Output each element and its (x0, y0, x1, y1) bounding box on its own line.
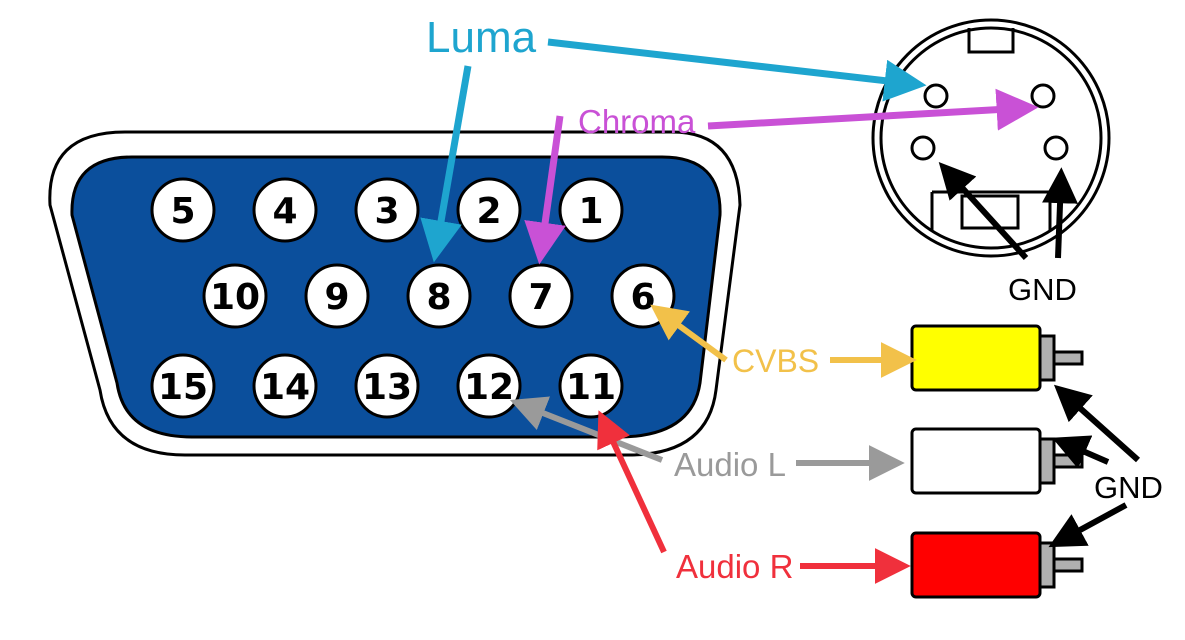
luma-to-pin8-arrow (420, 65, 472, 263)
svideo-pin-gnd-left (910, 135, 936, 161)
luma-label: Luma (426, 13, 537, 62)
audio-r-to-pin11-arrow (597, 410, 667, 554)
signal-labels: Luma Chroma CVBS Audio L Audio R GND GND (426, 13, 1163, 585)
pin-circle (558, 353, 624, 419)
pin-number: 12 (464, 367, 514, 408)
pin-3: 3 (354, 177, 420, 243)
pin-circle (456, 353, 522, 419)
pin-9: 9 (304, 263, 370, 329)
pin-10: 10 (202, 263, 268, 329)
gnd-to-rca-red-arrow (1048, 502, 1128, 548)
pin-7: 7 (508, 263, 574, 329)
chroma-to-pin7-arrow (524, 115, 566, 265)
rca-red-pin (1052, 557, 1084, 573)
pin-1: 1 (558, 177, 624, 243)
pin-circle (456, 177, 522, 243)
signal-arrows (420, 38, 1141, 584)
gnd-to-svideo-right-arrow (1042, 167, 1079, 259)
pin-circle (304, 263, 370, 329)
pin-number: 2 (476, 191, 501, 232)
pin-14: 14 (252, 353, 318, 419)
db15-connector-icon: 5 4 3 2 1 10 9 8 7 6 15 14 13 12 11 (48, 130, 742, 457)
cvbs-label: CVBS (732, 343, 819, 379)
audio-r-label: Audio R (676, 548, 793, 585)
svideo-pin-luma (923, 83, 949, 109)
pin-circle (406, 263, 472, 329)
pin-circle (354, 177, 420, 243)
svideo-top-notch (967, 28, 1015, 54)
pin-number: 4 (272, 191, 297, 232)
gnd-to-svideo-left-arrow (938, 162, 1029, 261)
pin-number: 6 (630, 277, 655, 318)
rca-red-body (910, 531, 1042, 599)
audio-l-label: Audio L (674, 446, 786, 483)
pin-number: 13 (362, 367, 412, 408)
rca-plug-icon (910, 324, 1084, 599)
pin-circle (558, 177, 624, 243)
pin-number: 11 (566, 367, 616, 408)
pin-13: 13 (354, 353, 420, 419)
pin-number: 1 (578, 191, 603, 232)
pin-2: 2 (456, 177, 522, 243)
pin-circle (252, 353, 318, 419)
rca-yellow-pin (1052, 350, 1084, 366)
rca-white-collar (1038, 437, 1056, 485)
rca-yellow-collar (1038, 334, 1056, 382)
gnd-rca-label: GND (1094, 470, 1163, 505)
rca-plug-yellow (910, 324, 1084, 392)
chroma-label: Chroma (578, 103, 696, 140)
pins-layer: 5 4 3 2 1 10 9 8 7 6 15 14 13 12 11 (150, 177, 676, 419)
gnd-to-rca-yellow-arrow (1053, 384, 1141, 463)
pin-circle (150, 353, 216, 419)
pin-circle (252, 177, 318, 243)
pin-number: 15 (158, 367, 208, 408)
pin-number: 9 (324, 277, 349, 318)
rca-plug-white (910, 427, 1084, 495)
luma-to-svideo-arrow (547, 38, 927, 102)
pin-8: 8 (406, 263, 472, 329)
audio-l-to-pin12-arrow (509, 396, 664, 463)
pin-number: 7 (528, 277, 553, 318)
rca-yellow-body (910, 324, 1042, 392)
cvbs-to-pin6-arrow (650, 304, 728, 363)
pin-4: 4 (252, 177, 318, 243)
pin-number: 8 (426, 277, 451, 318)
svideo-pin-gnd-right (1043, 135, 1069, 161)
rca-white-body (910, 427, 1042, 495)
pin-12: 12 (456, 353, 522, 419)
pin-11: 11 (558, 353, 624, 419)
pin-circle (202, 263, 268, 329)
rca-red-collar (1038, 541, 1056, 589)
pin-15: 15 (150, 353, 216, 419)
rca-plug-red (910, 531, 1084, 599)
pin-circle (508, 263, 574, 329)
rca-white-pin (1052, 453, 1084, 469)
pin-number: 14 (260, 367, 310, 408)
pin-number: 3 (374, 191, 399, 232)
svideo-pin-chroma (1030, 83, 1056, 109)
chroma-to-svideo-arrow (707, 88, 1039, 131)
pin-5: 5 (150, 177, 216, 243)
pin-number: 10 (210, 277, 260, 318)
pin-circle (354, 353, 420, 419)
gnd-to-rca-white-arrow (1052, 435, 1110, 469)
pin-circle (150, 177, 216, 243)
gnd-svideo-label: GND (1008, 272, 1077, 307)
pin-number: 5 (170, 191, 195, 232)
